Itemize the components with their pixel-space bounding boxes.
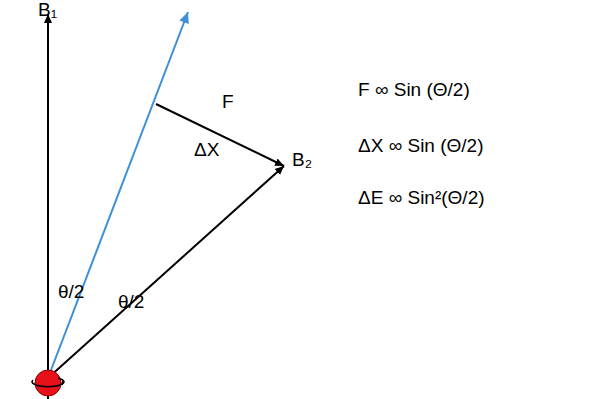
vector-name: ΔX xyxy=(194,140,219,161)
bisector-vector xyxy=(48,12,188,378)
b2-vector xyxy=(48,166,284,378)
vector-name: B₂ xyxy=(292,150,312,171)
equation: F ∞ Sin (Θ/2) xyxy=(358,80,470,101)
vector-name: F xyxy=(222,92,234,113)
force-vector xyxy=(156,104,284,166)
spin-particle xyxy=(35,370,61,396)
spin-arrowhead xyxy=(58,378,63,385)
equation: ΔX ∞ Sin (Θ/2) xyxy=(358,136,484,157)
spin-arrow xyxy=(32,380,64,387)
b1-vector xyxy=(47,14,49,399)
angle-label: θ/2 xyxy=(118,292,144,313)
angle-label: θ/2 xyxy=(58,282,84,303)
vector-name: B₁ xyxy=(38,0,57,21)
equation: ΔE ∞ Sin²(Θ/2) xyxy=(358,188,485,209)
